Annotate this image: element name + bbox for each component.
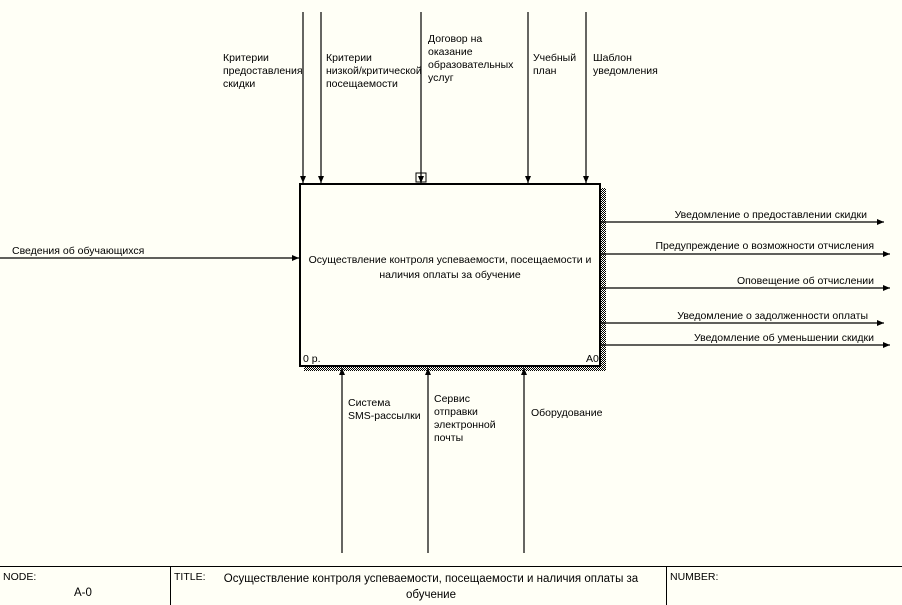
control-label-3: Договор на оказание образовательных услу… (428, 33, 514, 84)
footer-title-cell: TITLE: Осуществление контроля успеваемос… (171, 567, 667, 605)
input-label-1: Сведения об обучающихся (12, 245, 145, 257)
footer-node-label: NODE: (3, 571, 37, 583)
control-label-5: Шаблон уведомления (593, 52, 658, 77)
control-label-4: Учебный план (533, 52, 577, 77)
mechanism-label-1: Система SMS-рассылки (348, 397, 421, 422)
mechanism-label-2: Сервис отправки электронной почты (434, 393, 496, 444)
diagram-footer: NODE: A-0 TITLE: Осуществление контроля … (0, 566, 902, 605)
output-label-4: Уведомление о задолженности оплаты (677, 310, 868, 322)
output-label-2: Предупреждение о возможности отчисления (655, 240, 874, 252)
footer-number-cell: NUMBER: (667, 567, 902, 605)
control-label-2: Критерии низкой/критической посещаемости (326, 52, 422, 90)
footer-node-cell: NODE: A-0 (0, 567, 171, 605)
footer-node-value: A-0 (74, 587, 92, 599)
tunnel-marker (415, 172, 427, 183)
activity-node-number: A0 (586, 353, 599, 365)
footer-title-value: Осуществление контроля успеваемости, пос… (223, 573, 639, 601)
mechanism-label-3: Оборудование (531, 407, 603, 419)
output-label-3: Оповещение об отчислении (736, 275, 874, 287)
activity-box[interactable] (299, 183, 601, 367)
output-label-5: Уведомление об уменьшении скидки (694, 332, 874, 344)
footer-title-label: TITLE: (174, 571, 206, 583)
output-label-1: Уведомление о предоставлении скидки (674, 209, 867, 221)
activity-cost: 0 р. (303, 353, 321, 365)
footer-number-label: NUMBER: (670, 571, 719, 583)
control-label-1: Критерии предоставления скидки (223, 52, 303, 90)
activity-box-title: Осуществление контроля успеваемости, пос… (308, 254, 592, 281)
